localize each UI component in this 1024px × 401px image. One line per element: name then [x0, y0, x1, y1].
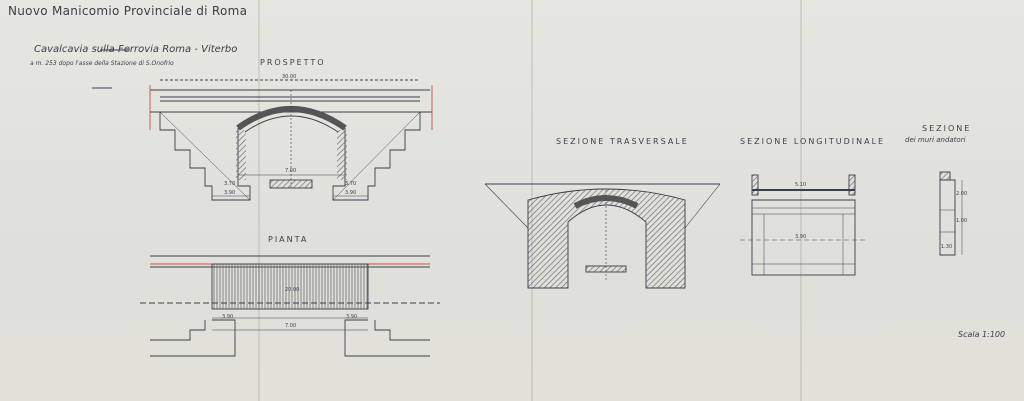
- dim-label: 20.00: [285, 287, 299, 293]
- sheet-title: Nuovo Manicomio Provinciale di Roma: [8, 4, 248, 18]
- view-title-muri: SEZIONE: [922, 124, 972, 133]
- dim-label: 30.00: [282, 74, 296, 80]
- dim-label: 3.90: [795, 234, 806, 240]
- dim-label: 2.00: [956, 191, 967, 197]
- sezione-muri: [939, 171, 963, 256]
- view-subtitle-muri: dei muri andatori: [905, 136, 966, 144]
- view-title-longitudinale: SEZIONE LONGITUDINALE: [740, 137, 886, 146]
- fold-line: [800, 0, 802, 401]
- scale-note: Scala 1:100: [958, 330, 1006, 339]
- dim-label: 1.30: [941, 244, 952, 250]
- dim-label: 3.90: [222, 314, 233, 320]
- dim-label: 3.90: [224, 190, 235, 196]
- pianta-plan: [140, 255, 440, 357]
- sezione-longitudinale: [740, 174, 868, 276]
- dim-label: 3.70: [345, 181, 356, 187]
- prospetto-elevation: [149, 79, 433, 201]
- dim-label: 5.10: [795, 182, 806, 188]
- dim-label: 7.00: [285, 323, 296, 329]
- view-title-pianta: PIANTA: [268, 235, 309, 244]
- view-title-prospetto: PROSPETTO: [260, 58, 326, 67]
- dim-label: 1.00: [956, 218, 967, 224]
- sheet-subtitle: Cavalcavia sulla Ferrovia Roma - Viterbo: [34, 44, 238, 55]
- dim-label: 3.90: [345, 190, 356, 196]
- dim-label: 7.00: [285, 168, 296, 174]
- fold-line: [258, 0, 260, 401]
- sezione-trasversale: [484, 183, 721, 289]
- location-note: a m. 253 dopo l'asse della Stazione di S…: [30, 60, 174, 67]
- dim-label: 3.90: [346, 314, 357, 320]
- dim-label: 3.70: [224, 181, 235, 187]
- view-title-trasversale: SEZIONE TRASVERSALE: [556, 137, 689, 146]
